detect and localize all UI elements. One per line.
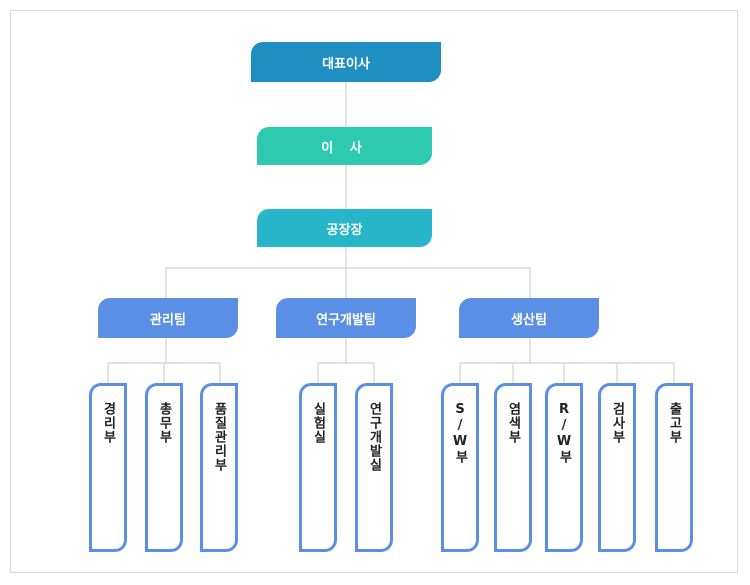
plant-manager-label: 공장장 [326,222,363,238]
ceo-box: 대표이사 [251,42,441,82]
ceo-label: 대표이사 [322,56,370,72]
team-label: 연구개발팀 [316,312,376,328]
team-box-production: 생산팀 [459,298,599,338]
department-box-lab: 실험실 [299,383,337,552]
department-label: 연구개발실 [366,402,382,472]
department-box-rw: R/W부 [545,383,583,552]
team-box-rnd: 연구개발팀 [276,298,416,338]
department-box-sw: S/W부 [441,383,479,552]
director-box: 이 사 [257,127,432,165]
team-label: 생산팀 [511,312,547,328]
department-label: 검사부 [609,402,625,444]
team-box-management: 관리팀 [98,298,238,338]
department-box-accounting: 경리부 [89,383,127,552]
department-label: 총무부 [156,402,172,444]
team-label: 관리팀 [150,312,186,328]
plant-manager-box: 공장장 [257,209,432,247]
department-label: R/W부 [556,402,572,464]
department-label: 경리부 [100,402,116,444]
department-label: 출고부 [666,402,682,444]
department-box-inspection: 검사부 [598,383,636,552]
department-label: 염색부 [505,402,521,444]
department-label: 품질관리부 [211,402,227,472]
department-label: 실험실 [310,402,326,444]
director-label: 이 사 [321,140,368,156]
department-box-shipping: 출고부 [655,383,693,552]
department-label: S/W부 [452,402,468,464]
department-box-general-affairs: 총무부 [145,383,183,552]
department-box-rnd-office: 연구개발실 [355,383,393,552]
department-box-quality: 품질관리부 [200,383,238,552]
department-box-dyeing: 염색부 [494,383,532,552]
